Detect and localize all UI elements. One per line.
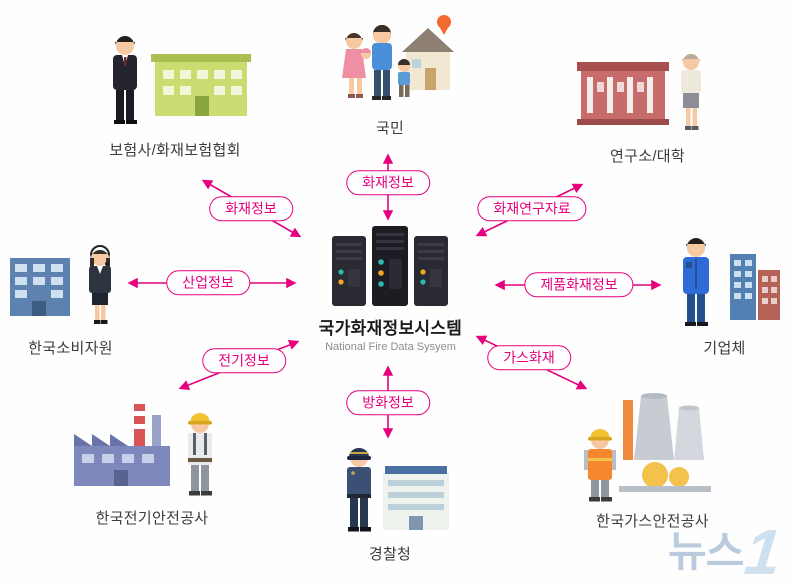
link-label-industry-info: 산업정보 bbox=[166, 270, 250, 296]
police-officer-icon bbox=[347, 448, 449, 532]
node-label-gas-safety: 한국가스안전공사 bbox=[596, 513, 709, 530]
node-research: 연구소/대학 bbox=[575, 36, 720, 166]
business-worker-icon bbox=[683, 238, 780, 326]
system-title: 국가화재정보시스템 bbox=[318, 319, 463, 338]
factory-worker-icon bbox=[74, 404, 212, 496]
node-label-insurance: 보험사/화재보험협회 bbox=[109, 142, 241, 159]
university-building-icon bbox=[577, 54, 701, 130]
news1-watermark: 뉴스 1 bbox=[668, 515, 785, 585]
node-label-citizens: 국민 bbox=[375, 120, 405, 137]
link-label-fire-research-data: 화재연구자료 bbox=[477, 196, 587, 222]
link-label-product-fire-info: 제품화재정보 bbox=[524, 272, 634, 298]
gas-plant-worker-icon bbox=[584, 393, 711, 502]
link-label-electric-info: 전기정보 bbox=[202, 348, 286, 374]
link-label-arson-info: 방화정보 bbox=[346, 390, 430, 416]
node-gas-safety: 한국가스안전공사 bbox=[575, 378, 730, 531]
watermark-one: 1 bbox=[741, 515, 785, 585]
node-label-business: 기업체 bbox=[703, 340, 746, 357]
watermark-text: 뉴스 bbox=[668, 528, 744, 575]
consumer-agency-icon bbox=[10, 245, 111, 324]
server-rack-icon bbox=[332, 226, 448, 306]
node-business: 기업체 bbox=[662, 228, 787, 358]
link-label-fire-info-top-left: 화재정보 bbox=[209, 196, 293, 222]
node-police: 경찰청 bbox=[325, 424, 455, 564]
link-label-fire-info-top: 화재정보 bbox=[346, 170, 430, 196]
node-electric-safety: 한국전기안전공사 bbox=[72, 388, 232, 528]
node-citizens: 국민 bbox=[320, 8, 460, 138]
node-label-research: 연구소/대학 bbox=[610, 148, 685, 165]
node-label-police: 경찰청 bbox=[368, 546, 412, 563]
system-subtitle: National Fire Data Sysyem bbox=[325, 341, 456, 353]
insurance-building-icon bbox=[113, 36, 251, 124]
node-insurance: 보험사/화재보험협회 bbox=[95, 26, 255, 160]
node-fire-data-system: 국가화재정보시스템 National Fire Data Sysyem bbox=[318, 222, 463, 353]
node-label-electric-safety: 한국전기안전공사 bbox=[95, 510, 209, 527]
node-label-consumer-agency: 한국소비자원 bbox=[28, 340, 113, 357]
family-house-icon bbox=[342, 15, 454, 100]
link-label-gas-fire: 가스화재 bbox=[487, 345, 571, 371]
node-consumer-agency: 한국소비자원 bbox=[8, 228, 133, 358]
